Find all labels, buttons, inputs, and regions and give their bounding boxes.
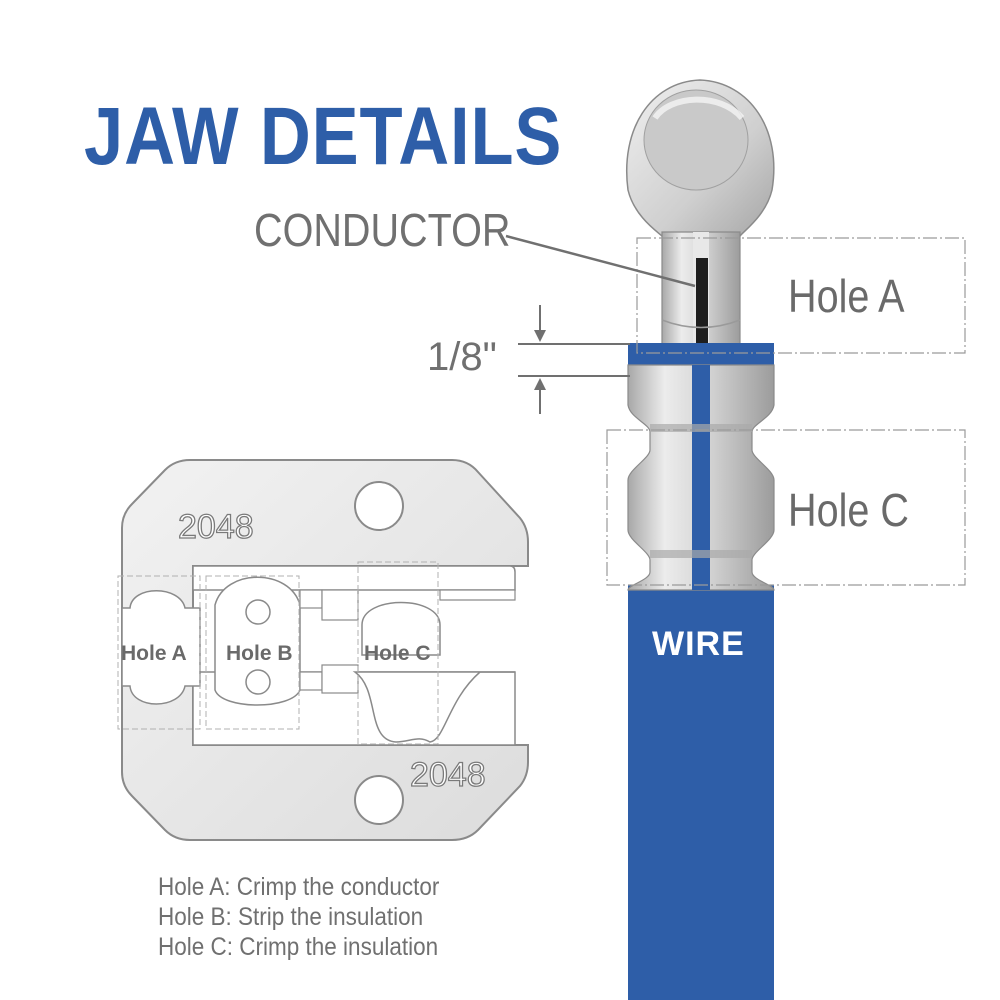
note-hole-c: Hole C: Crimp the insulation xyxy=(158,933,439,961)
jaw-mount-hole-top xyxy=(354,481,404,531)
crimp-jaw-die xyxy=(117,459,529,841)
gap-callout: 1/8" xyxy=(427,335,497,379)
jaw-hole-c-label: Hole C xyxy=(364,642,431,665)
terminal-sleeve-insulation xyxy=(627,364,775,591)
jaw-hole-a-label: Hole A xyxy=(121,642,187,665)
conductor-strand xyxy=(696,258,708,346)
hole-a-callout: Hole A xyxy=(788,270,905,322)
wire-insulation xyxy=(628,585,774,1000)
note-hole-b: Hole B: Strip the insulation xyxy=(158,903,424,931)
wire-callout: WIRE xyxy=(652,625,745,663)
usage-notes: Hole A: Crimp the conductor Hole B: Stri… xyxy=(158,872,439,962)
hole-c-outline xyxy=(606,429,966,586)
jaw-model-top: 2048 xyxy=(177,507,254,546)
note-hole-a: Hole A: Crimp the conductor xyxy=(158,873,440,901)
jaw-model-bottom: 2048 xyxy=(409,755,486,794)
terminal-barrel-conductor xyxy=(661,231,741,346)
jaw-hole-b-label: Hole B xyxy=(226,642,293,665)
insulation-band xyxy=(628,343,774,365)
conductor-callout: CONDUCTOR xyxy=(254,204,511,256)
terminal-ring xyxy=(626,79,775,237)
conductor-leader xyxy=(505,234,696,288)
hole-a-outline xyxy=(636,237,966,354)
hole-c-callout: Hole C xyxy=(788,484,909,536)
page-title: JAW DETAILS xyxy=(84,91,563,182)
jaw-mount-hole-bottom xyxy=(354,775,404,825)
gap-dimension xyxy=(518,305,630,414)
